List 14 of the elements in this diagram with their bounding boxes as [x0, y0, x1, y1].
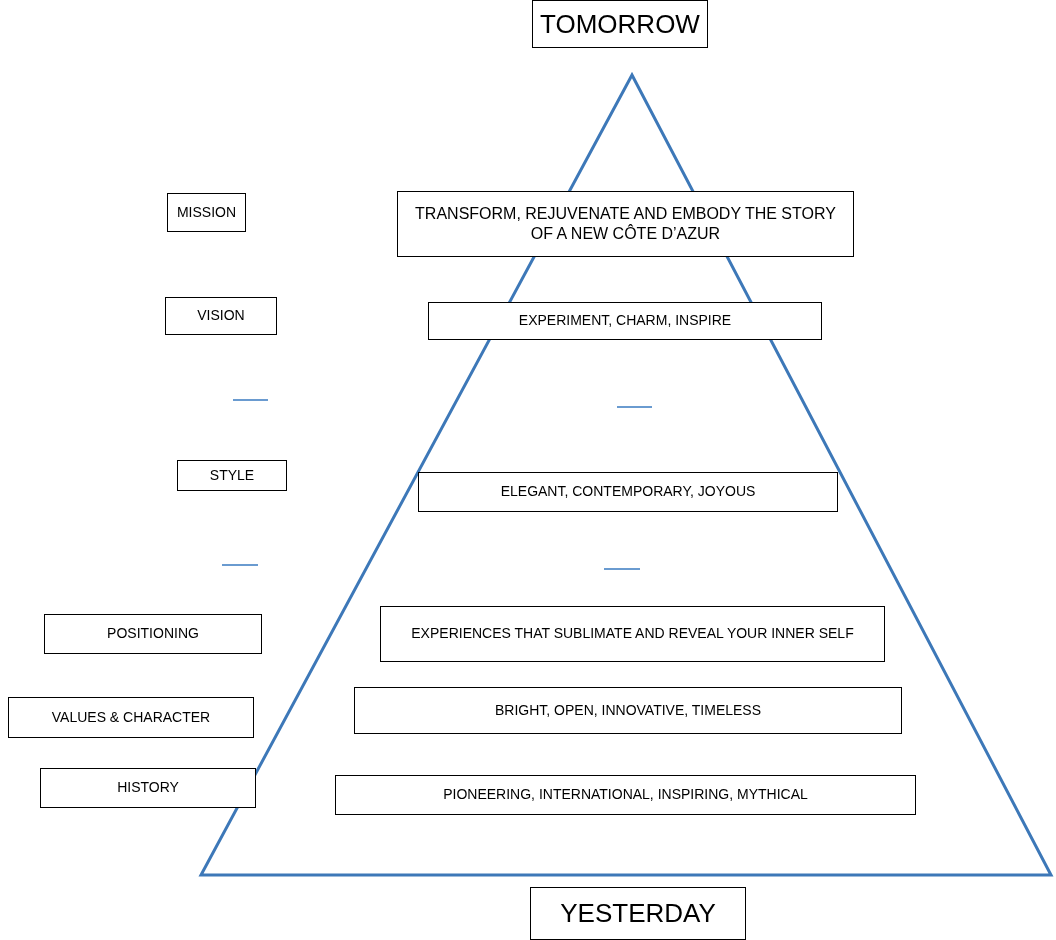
- label-box: PIONEERING, INTERNATIONAL, INSPIRING, MYTHICAL: [335, 775, 916, 815]
- label-box: EXPERIENCES THAT SUBLIMATE AND REVEAL YOUR INNER SELF: [380, 606, 885, 662]
- label-box: MISSION: [167, 193, 246, 232]
- label-box: VALUES & CHARACTER: [8, 697, 254, 738]
- label-box: TOMORROW: [532, 0, 708, 48]
- label-box: ELEGANT, CONTEMPORARY, JOYOUS: [418, 472, 838, 512]
- label-box: YESTERDAY: [530, 887, 746, 940]
- label-box: POSITIONING: [44, 614, 262, 654]
- label-box: BRIGHT, OPEN, INNOVATIVE, TIMELESS: [354, 687, 902, 734]
- label-box: HISTORY: [40, 768, 256, 808]
- label-box: EXPERIMENT, CHARM, INSPIRE: [428, 302, 822, 340]
- label-box: TRANSFORM, REJUVENATE AND EMBODY THE STORY OF A NEW CÔTE D’AZUR: [397, 191, 854, 257]
- label-box: VISION: [165, 297, 277, 335]
- label-box: STYLE: [177, 460, 287, 491]
